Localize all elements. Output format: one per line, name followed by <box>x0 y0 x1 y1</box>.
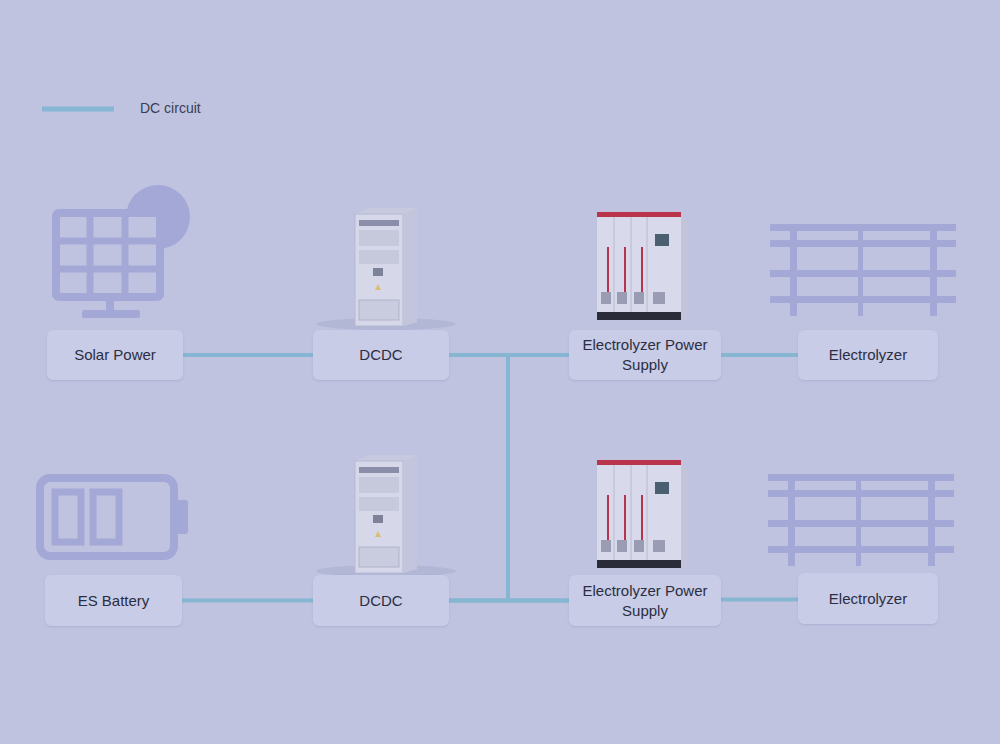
component-box: Electrolyzer <box>798 573 938 624</box>
dc-wire <box>449 355 569 601</box>
dcdc-cabinet <box>316 455 456 577</box>
electrolyzer-icon <box>770 224 956 316</box>
box-label: Solar Power <box>66 345 164 365</box>
box-label: Electrolyzer <box>821 589 915 609</box>
electrolyzer-icon <box>768 474 954 566</box>
component-box: DCDC <box>313 575 449 626</box>
power-supply-cabinet <box>597 212 688 320</box>
box-label: Electrolyzer Power Supply <box>569 581 721 621</box>
box-label: DCDC <box>351 591 410 611</box>
power-supply-cabinet <box>597 460 688 568</box>
dc-wire <box>449 599 569 603</box>
dc-wire <box>449 355 569 601</box>
component-box: Electrolyzer Power Supply <box>569 575 721 626</box>
dcdc-cabinet <box>316 208 456 330</box>
box-label: ES Battery <box>70 591 158 611</box>
box-label: DCDC <box>351 345 410 365</box>
component-box: Solar Power <box>47 330 183 380</box>
component-box: Electrolyzer Power Supply <box>569 330 721 380</box>
component-box: Electrolyzer <box>798 330 938 380</box>
component-box: DCDC <box>313 330 449 380</box>
dc-wire <box>183 353 313 357</box>
battery-icon <box>40 478 188 556</box>
box-label: Electrolyzer <box>821 345 915 365</box>
legend-swatch <box>42 104 114 114</box>
dc-wire <box>721 598 798 602</box>
dc-wire <box>182 599 313 603</box>
solar-icon <box>56 185 190 318</box>
dc-wire <box>721 353 798 357</box>
box-label: Electrolyzer Power Supply <box>569 335 721 375</box>
legend: DC circuit <box>42 100 201 116</box>
component-box: ES Battery <box>45 575 182 626</box>
legend-text: DC circuit <box>140 100 201 116</box>
